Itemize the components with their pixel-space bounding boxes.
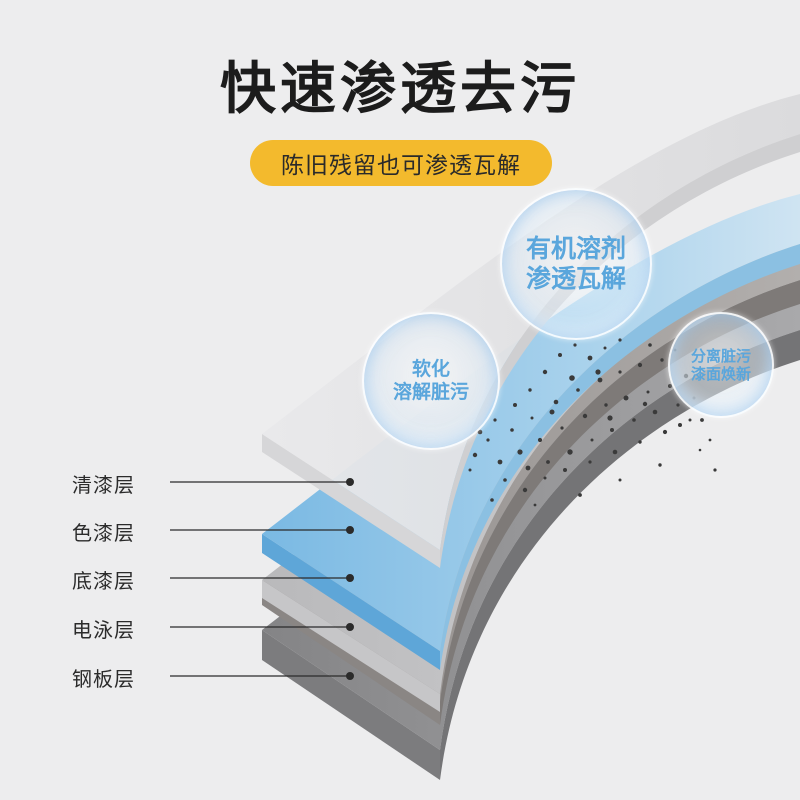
bubble-organic-solvent: 有机溶剂 渗透瓦解 [500,188,652,340]
label-e-coat: 电泳层 [72,618,135,642]
label-steel-plate: 钢板层 [72,667,135,691]
bubble-soften-dissolve: 软化 溶解脏污 [362,312,500,450]
headline: 快速渗透去污 [220,57,580,122]
bubble-left-line-2: 溶解脏污 [392,381,469,403]
bubble-right-line-2: 漆面焕新 [690,365,751,383]
label-color-coat: 色漆层 [72,521,135,545]
layer-leader-lines [170,478,355,680]
subheadline-badge: 陈旧残留也可渗透瓦解 [250,140,552,186]
dirt-particles [468,338,717,507]
bubble-separate-renew: 分离脏污 漆面焕新 [668,312,774,418]
bubble-center-line-2: 渗透瓦解 [525,264,626,293]
label-primer: 底漆层 [72,569,135,593]
bubble-center-line-1: 有机溶剂 [525,234,626,263]
bubble-left-line-1: 软化 [411,358,450,381]
label-clear-coat: 清漆层 [72,473,135,497]
bubble-right-line-1: 分离脏污 [690,347,751,365]
